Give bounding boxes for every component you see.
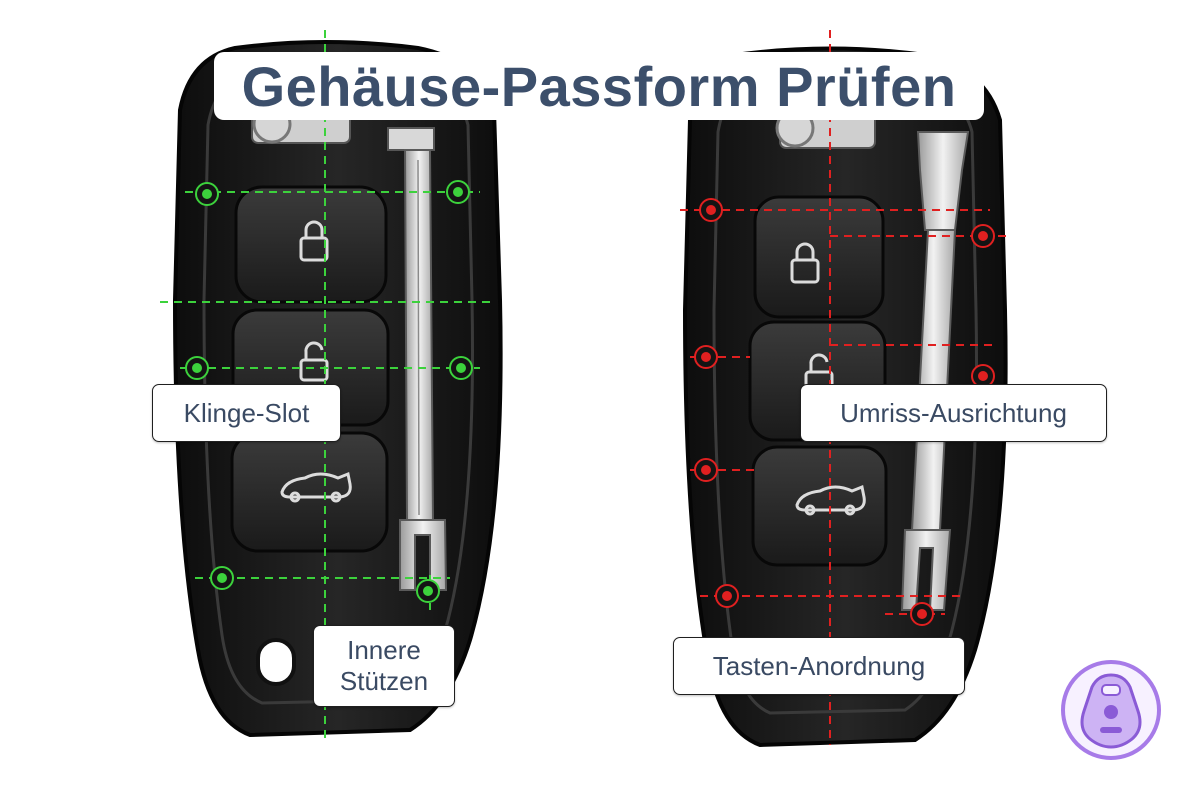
left-button-stack <box>230 185 390 553</box>
callout-inner-supports-line2: Stützen <box>339 666 429 696</box>
callout-outline-alignment-text: Umriss-Ausrichtung <box>840 397 1067 428</box>
right-screw-markers <box>694 198 995 626</box>
lock-open-icon <box>299 341 329 382</box>
title-banner: Gehäuse-Passform Prüfen <box>214 52 984 120</box>
page-title: Gehäuse-Passform Prüfen <box>241 54 957 118</box>
left-screw-markers <box>185 180 473 603</box>
lock-closed-icon <box>299 220 329 262</box>
callout-blade-slot-text: Klinge-Slot <box>183 397 310 428</box>
car-trunk-icon <box>795 484 866 516</box>
callout-button-layout-text: Tasten-Anordnung <box>712 650 926 681</box>
callout-inner-supports-line1: Innere <box>347 635 421 665</box>
car-trunk-icon <box>280 471 352 503</box>
callout-inner-supports: Innere Stützen <box>313 625 455 707</box>
lock-closed-icon <box>790 242 820 284</box>
callout-outline-alignment: Umriss-Ausrichtung <box>800 384 1107 442</box>
left-key-blade <box>387 127 448 591</box>
callout-blade-slot: Klinge-Slot <box>152 384 341 442</box>
callout-button-layout: Tasten-Anordnung <box>673 637 965 695</box>
key-fob-logo-icon <box>1061 660 1161 760</box>
